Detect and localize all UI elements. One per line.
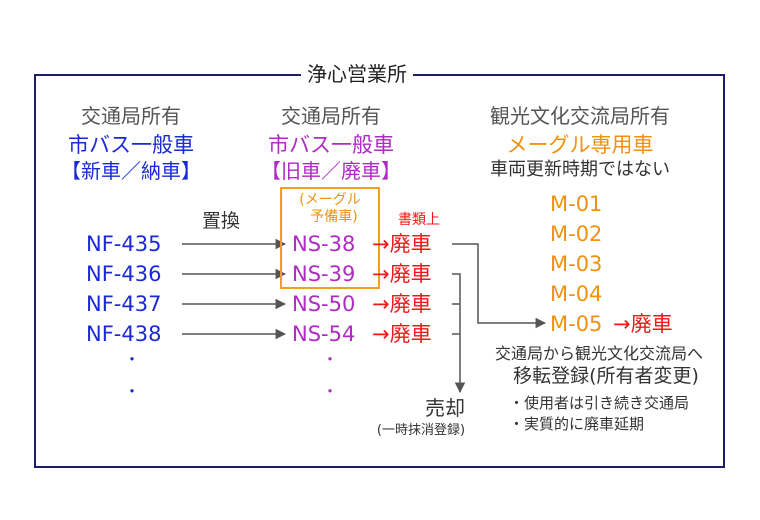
m-03-label: M-03 [550,252,603,276]
right-owner: 観光文化交流局所有 [490,104,670,128]
reserve-label-2: 予備車) [310,209,358,225]
sale-bracket [452,273,466,394]
left-status: 【新車／納車】 [61,159,201,183]
diagram-title: 浄心営業所 [301,60,413,88]
sale-label: 売却 [425,396,465,420]
left-category: 市バス一般車 [68,133,194,157]
replace-label: 置換 [202,210,241,232]
transfer-note-1: 交通局から観光文化交流局へ [494,344,704,363]
right-note: 車両更新時期ではない [490,159,670,180]
mid-category: 市バス一般車 [268,133,394,157]
scrap-ns-54: →廃車 [372,322,432,346]
m-02-label: M-02 [550,222,603,246]
m-05-label: M-05 [550,312,603,336]
scrap-m-05: →廃車 [613,312,673,336]
transfer-bullet-2: ・実質的に廃車延期 [509,415,645,433]
left-dot-2: ・ [123,382,141,401]
scrap-ns-39: →廃車 [372,262,432,286]
mid-dot-1: ・ [321,350,339,369]
ns-54-label: NS-54 [292,322,356,346]
ns-39-label: NS-39 [292,262,356,286]
transfer-bullet-1: ・使用者は引き続き交通局 [509,394,690,412]
scrap-ns-50: →廃車 [372,292,432,316]
right-category: メーグル専用車 [506,133,654,157]
documents-only-label: 書類上 [398,212,440,228]
nf-437-label: NF-437 [86,292,162,316]
mid-status: 【旧車／廃車】 [261,159,401,183]
left-owner: 交通局所有 [81,104,181,128]
sale-note: (一時抹消登録) [376,423,466,438]
m-04-label: M-04 [550,282,603,306]
mid-dot-2: ・ [321,382,339,401]
reserve-label-1: (メーグル [299,192,361,208]
ns-38-label: NS-38 [292,232,356,256]
nf-436-label: NF-436 [86,262,162,286]
left-dot-1: ・ [123,350,141,369]
nf-438-label: NF-438 [86,322,162,346]
nf-435-label: NF-435 [86,232,162,256]
scrap-ns-38: →廃車 [372,232,432,256]
m-01-label: M-01 [550,192,603,216]
meguru-reserve-box [280,187,380,289]
mid-owner: 交通局所有 [281,104,381,128]
transfer-note-2: 移転登録(所有者変更) [513,365,699,387]
arrow-ns38-to-m05 [452,243,547,329]
ns-50-label: NS-50 [292,292,356,316]
